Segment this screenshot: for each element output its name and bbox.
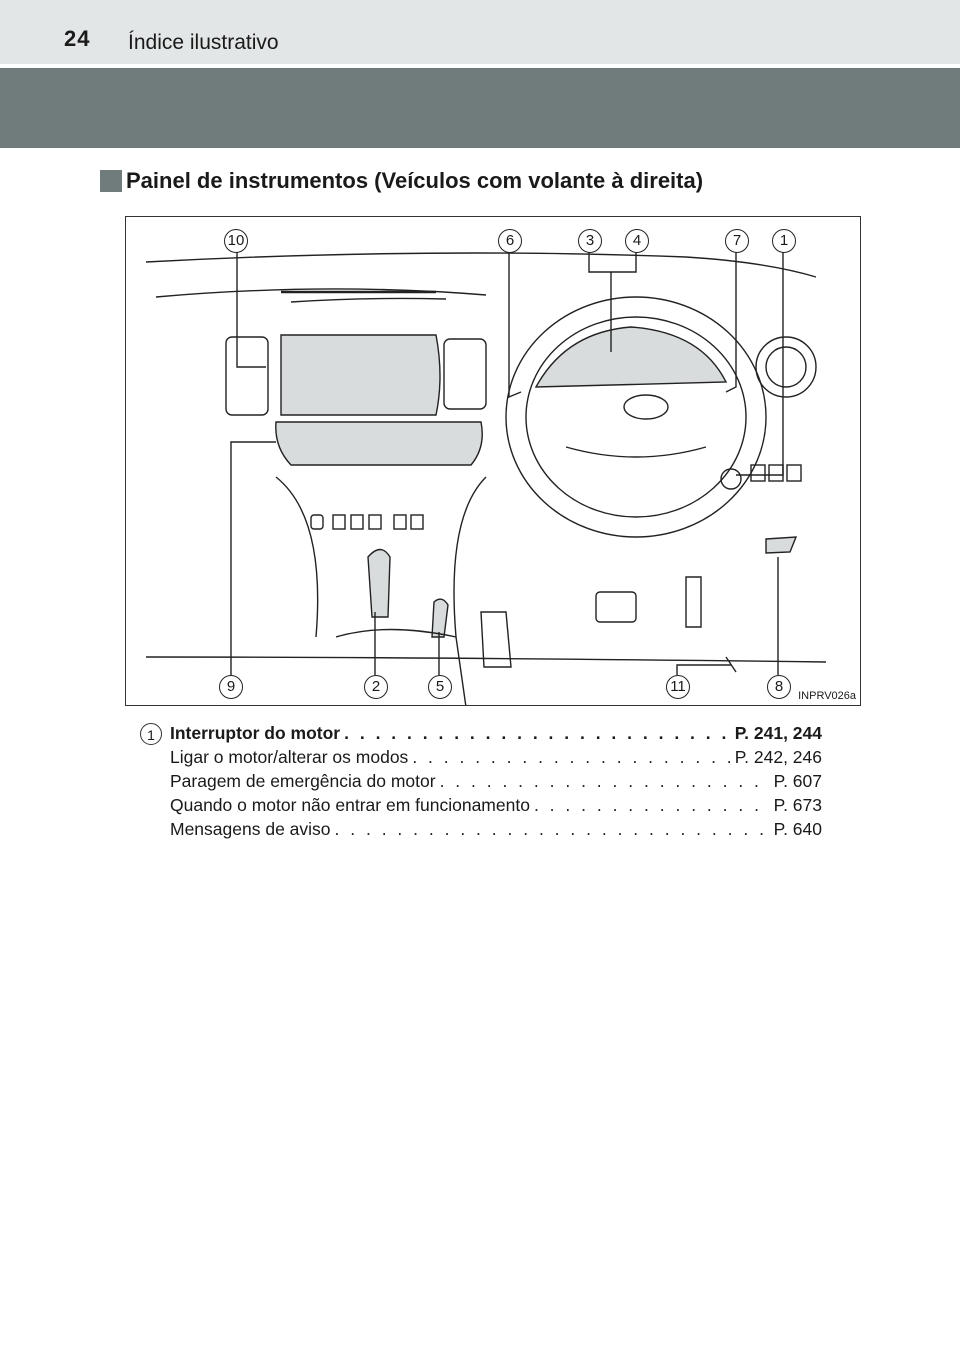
leader-dots: . . . . . . . . . . . . . . . . . . . . …	[533, 795, 770, 815]
leader-dots: . . . . . . . . . . . . . . . . . . . . …	[412, 747, 730, 767]
section-heading: Painel de instrumentos (Veículos com vol…	[126, 168, 704, 193]
entry-item-ref[interactable]: P. 673	[773, 795, 822, 815]
entry-item-ref[interactable]: P. 242, 246	[734, 747, 822, 767]
entry-item-label: Quando o motor não entrar em funcionamen…	[170, 795, 530, 815]
section-title: Índice ilustrativo	[128, 31, 279, 54]
leader-dots: . . . . . . . . . . . . . . . . . . . . …	[334, 819, 770, 839]
entry-item-label: Ligar o motor/alterar os modos	[170, 747, 409, 767]
figure-code: INPRV026a	[798, 690, 856, 702]
callout-1: 1	[772, 229, 796, 253]
entry-item-row: Ligar o motor/alterar os modos . . . . .…	[170, 746, 822, 768]
callout-11: 11	[666, 675, 690, 699]
callout-9: 9	[219, 675, 243, 699]
callout-7: 7	[725, 229, 749, 253]
callout-4: 4	[625, 229, 649, 253]
entry-number-badge: 1	[140, 723, 162, 745]
entry-item-label: Paragem de emergência do motor	[170, 771, 436, 791]
entry-title: Interruptor do motor	[170, 723, 341, 743]
entry-title-ref[interactable]: P. 241, 244	[734, 723, 822, 743]
callout-8: 8	[767, 675, 791, 699]
entry-item-row: Paragem de emergência do motor . . . . .…	[170, 770, 822, 792]
header-band	[0, 68, 960, 148]
entry-item-label: Mensagens de aviso	[170, 819, 331, 839]
callout-3: 3	[578, 229, 602, 253]
callout-2: 2	[364, 675, 388, 699]
entry-item-row: Quando o motor não entrar em funcionamen…	[170, 794, 822, 816]
callout-6: 6	[498, 229, 522, 253]
page-number: 24	[64, 26, 91, 51]
entry-item-ref[interactable]: P. 640	[773, 819, 822, 839]
heading-square-icon	[100, 170, 122, 192]
entry-item-row: Mensagens de aviso . . . . . . . . . . .…	[170, 818, 822, 840]
instrument-panel-illustration: 10 6 3 4 7 1 9 2 5 11 8 INPRV026a	[125, 216, 861, 706]
entry-title-row: Interruptor do motor . . . . . . . . . .…	[170, 722, 822, 744]
callout-5: 5	[428, 675, 452, 699]
dashboard-drawing	[145, 251, 827, 705]
page-header: 24 Índice ilustrativo	[0, 0, 960, 64]
callout-10: 10	[224, 229, 248, 253]
leader-dots: . . . . . . . . . . . . . . . . . . . . …	[344, 723, 731, 743]
entry-item-ref[interactable]: P. 607	[773, 771, 822, 791]
leader-dots: . . . . . . . . . . . . . . . . . . . . …	[439, 771, 770, 791]
